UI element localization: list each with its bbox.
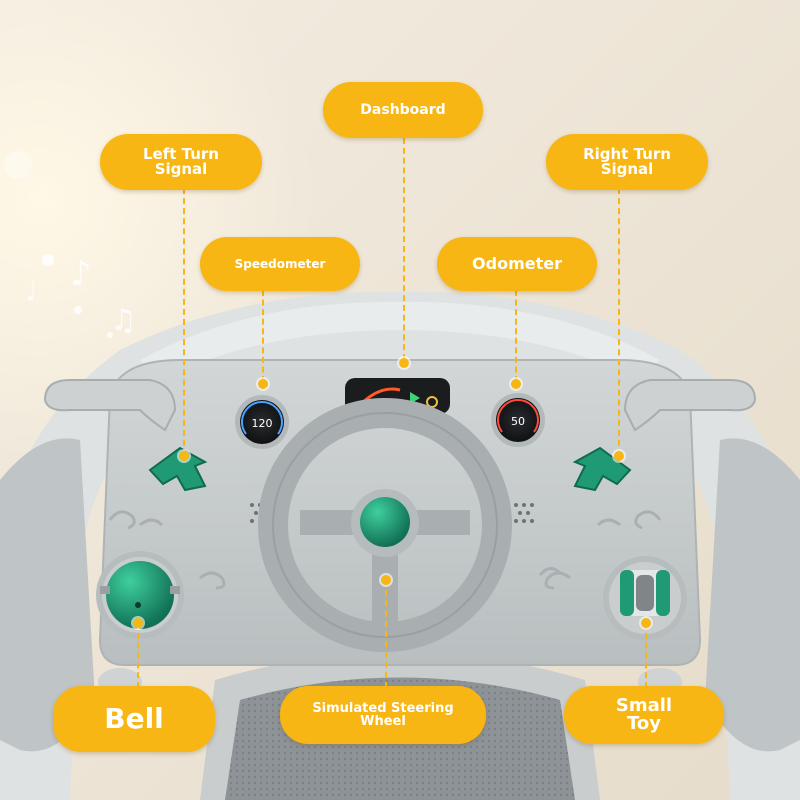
walker-side-right [705, 438, 800, 752]
small-toy-label: Small Toy [564, 686, 724, 744]
right-speaker-grill [514, 503, 534, 523]
steering-wheel-horn-button[interactable] [360, 497, 410, 547]
steering-wheel-label: Simulated Steering Wheel [280, 686, 486, 744]
steering-leader [385, 580, 387, 688]
right-turn-signal-button[interactable] [572, 446, 632, 492]
odometer-dot [511, 379, 521, 389]
bell-leader [137, 623, 139, 688]
bell[interactable] [96, 551, 184, 639]
right-turn-leader [618, 188, 620, 456]
small-toy[interactable] [603, 556, 687, 640]
dashboard-rim [140, 301, 660, 380]
bell-label: Bell [53, 686, 215, 752]
bell-dot [133, 618, 143, 628]
left-turn-leader [183, 188, 185, 456]
speedometer-dial: 120 [235, 395, 289, 449]
toy-dot [641, 618, 651, 628]
speedometer-label: Speedometer [200, 237, 360, 291]
speedometer-value: 120 [252, 417, 273, 430]
dashboard-dot [399, 358, 409, 368]
odometer-value: 50 [511, 415, 525, 428]
svg-text:♩: ♩ [25, 277, 37, 307]
right-turn-signal-label: Right Turn Signal [546, 134, 708, 190]
left-turn-dot [179, 451, 189, 461]
left-handle[interactable] [43, 379, 177, 432]
odometer-dial: 50 [491, 393, 545, 447]
svg-text:♫: ♫ [110, 303, 137, 338]
walker-side-left [0, 438, 95, 752]
swirl-decorations [108, 510, 662, 590]
dashboard-leader [403, 138, 405, 360]
right-turn-dot [614, 451, 624, 461]
odometer-leader [515, 290, 517, 382]
speedometer-leader [262, 290, 264, 382]
toy-leader [645, 623, 647, 688]
steering-dot [381, 575, 391, 585]
right-handle[interactable] [623, 379, 757, 432]
speedometer-dot [258, 379, 268, 389]
dashboard-label: Dashboard [323, 82, 483, 138]
svg-text:♪: ♪ [70, 254, 92, 294]
odometer-label: Odometer [437, 237, 597, 291]
left-turn-signal-label: Left Turn Signal [100, 134, 262, 190]
